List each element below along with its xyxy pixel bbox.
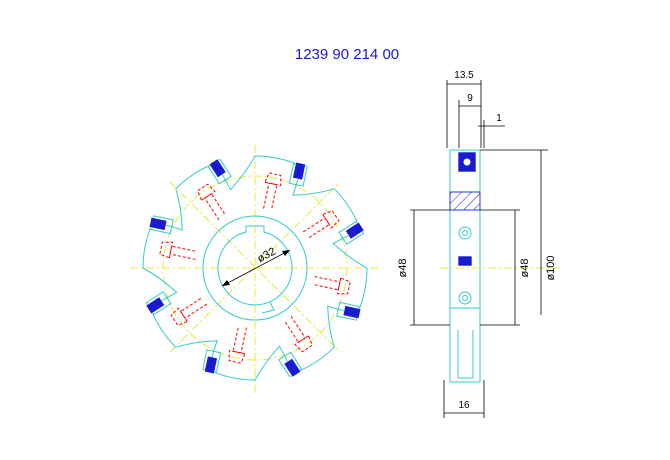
- dim-16: 16: [458, 400, 470, 411]
- screw-head-hidden: [170, 307, 188, 326]
- blade-section-outline: [449, 149, 481, 383]
- bore-arrow-2: [222, 280, 230, 286]
- cutting-insert: [203, 355, 218, 375]
- bore-dimension-line: [221, 249, 291, 287]
- screw-pocket-hidden: [263, 182, 278, 211]
- front-view: ø32: [130, 145, 380, 395]
- dim-48-right: ø48: [519, 259, 531, 278]
- bore-keyway: [217, 225, 293, 306]
- tooth: [263, 161, 308, 211]
- drawing-title: 1239 90 214 00: [295, 46, 399, 63]
- dim-9: 9: [467, 93, 473, 104]
- cutting-insert: [145, 296, 166, 315]
- side-screw-1-inner: [462, 230, 468, 236]
- cutting-insert: [283, 357, 302, 378]
- dim-100: ø100: [545, 255, 557, 280]
- side-screw-1: [458, 226, 472, 240]
- cutting-insert: [208, 158, 227, 179]
- hatched-section: [449, 191, 481, 211]
- side-screw-2: [458, 291, 472, 305]
- screw-pocket-hidden: [283, 315, 306, 343]
- screw-head-hidden: [228, 349, 246, 364]
- dim-1: 1: [496, 113, 502, 124]
- screw-head-hidden: [322, 210, 340, 229]
- screw-head-hidden: [159, 241, 174, 259]
- screw-head-hidden: [336, 277, 351, 295]
- side-screw-2-inner: [462, 295, 468, 301]
- cutting-insert: [292, 161, 307, 181]
- screw-pocket-hidden: [169, 245, 198, 260]
- screw-pocket-hidden: [204, 193, 227, 221]
- pitch-circle: [162, 175, 348, 361]
- side-insert-mid: [457, 255, 473, 267]
- bore-arrow-1: [282, 250, 290, 256]
- cutting-insert: [342, 305, 362, 320]
- screw-pocket-hidden: [180, 296, 208, 319]
- tooth: [145, 291, 208, 326]
- tooth: [278, 315, 313, 378]
- tooth: [302, 210, 365, 245]
- tooth: [148, 215, 198, 260]
- screw-pocket-hidden: [312, 276, 341, 291]
- screw-head-hidden: [264, 172, 282, 187]
- tooth: [202, 325, 247, 375]
- cutting-insert: [344, 221, 365, 240]
- bore-keyway-lower: [261, 301, 275, 314]
- hub-circle: [202, 215, 308, 321]
- screw-head-hidden: [197, 183, 216, 201]
- cutting-insert: [148, 216, 168, 231]
- side-view: 13.5 9 1 ø48 ø48 ø100 16: [397, 70, 560, 418]
- tooth: [312, 276, 362, 321]
- insert-screw-top: [462, 157, 472, 167]
- screw-pocket-hidden: [302, 217, 330, 240]
- screw-pocket-hidden: [232, 325, 247, 354]
- screw-head-hidden: [294, 335, 313, 353]
- teeth-group: [145, 158, 365, 378]
- dim-13-5: 13.5: [454, 70, 474, 81]
- tooth: [197, 158, 232, 221]
- dim-48-left: ø48: [397, 259, 409, 278]
